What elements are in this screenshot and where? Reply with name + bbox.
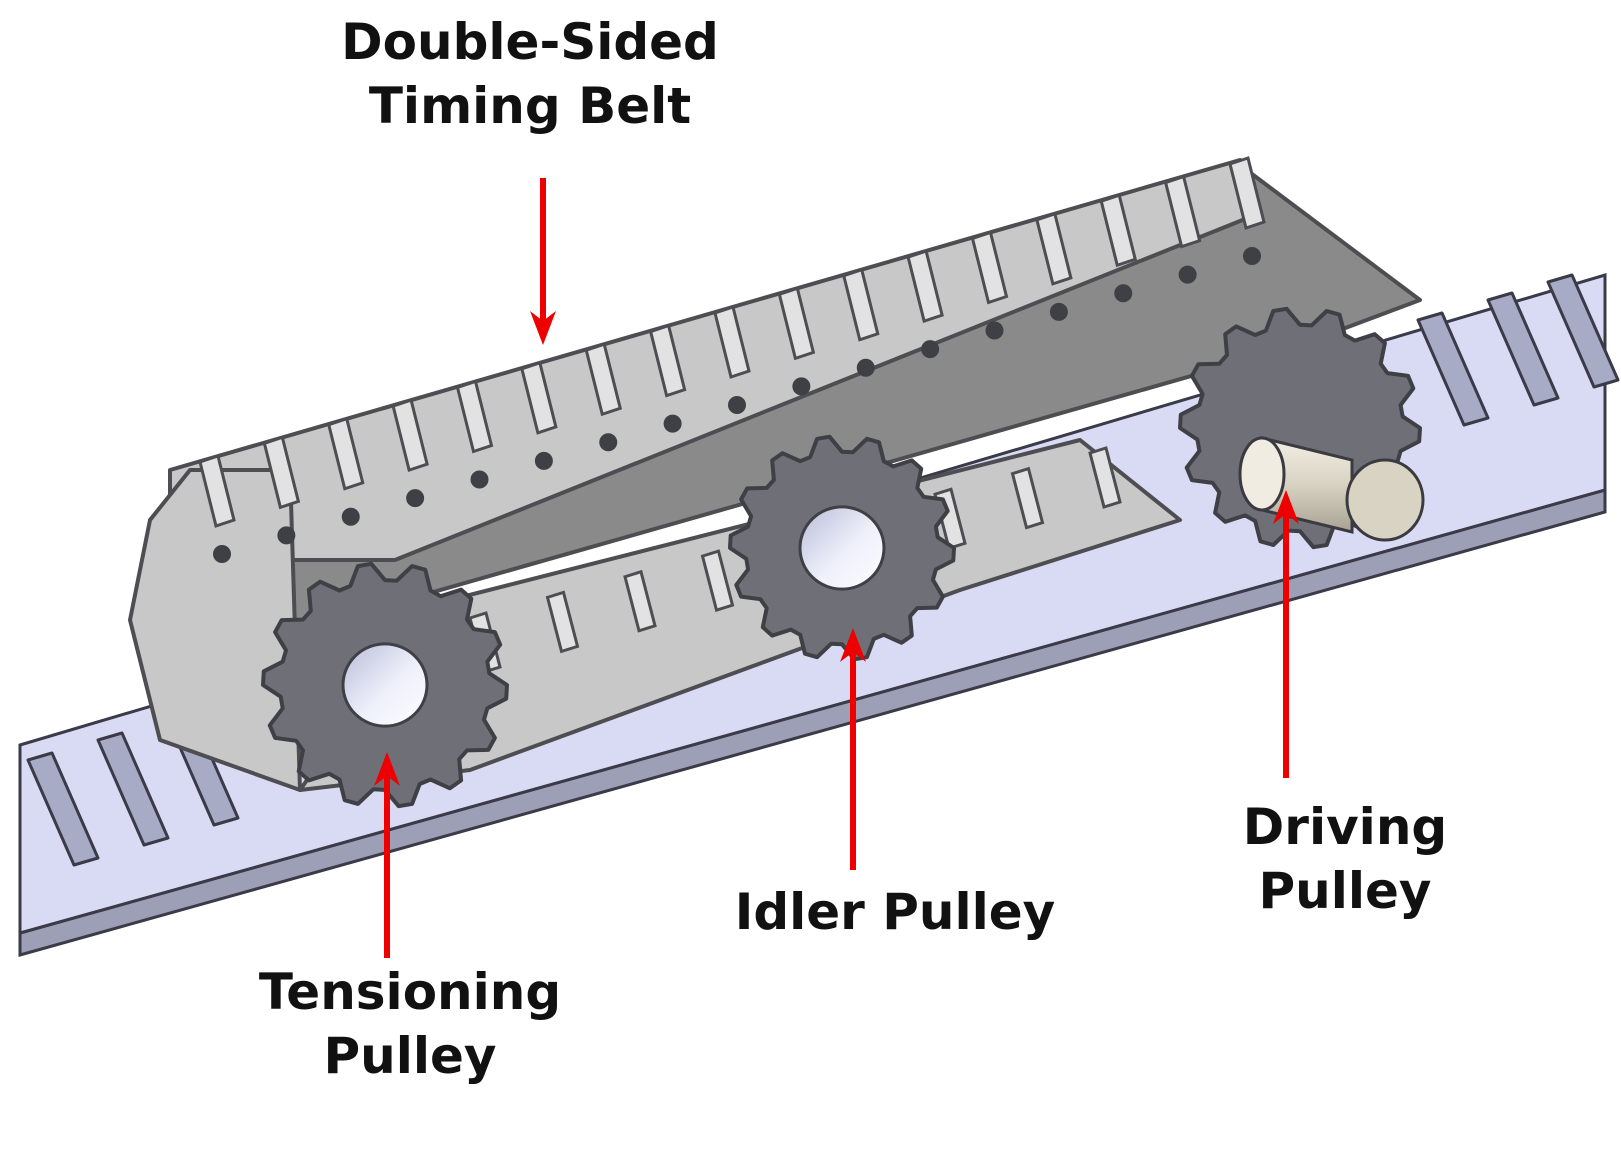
belt-tooth (1099, 193, 1138, 268)
belt-tooth-tip (341, 507, 360, 526)
belt-tooth (623, 569, 657, 633)
tensioning-label: Tensioning Pulley (250, 960, 570, 1088)
belt-tooth-tip (534, 451, 553, 470)
gear-bore (341, 642, 429, 728)
rail-slot (96, 731, 170, 847)
belt-tooth (906, 249, 944, 324)
belt-tooth-tip (663, 414, 682, 433)
belt-tooth (520, 360, 558, 435)
rail-slot (1546, 273, 1620, 389)
driving-label-line2: Pulley (1258, 862, 1432, 920)
driving-arrow (1273, 490, 1299, 778)
belt-label-line1: Double-Sided (341, 13, 719, 71)
belt-arrow (530, 178, 556, 345)
belt-tooth-tip (277, 526, 296, 545)
belt-label-line2: Timing Belt (368, 77, 692, 135)
shaft-end-face (1238, 436, 1286, 512)
belt-tooth-tip (1243, 247, 1261, 265)
belt-tooth (584, 342, 623, 417)
driving-label: Driving Pulley (1230, 795, 1460, 923)
tensioning-label-line1: Tensioning (258, 963, 562, 1021)
belt-tooth (1228, 156, 1266, 230)
belt-tooth (326, 416, 365, 491)
belt-tooth (1010, 466, 1045, 530)
belt-tooth-tip (406, 489, 425, 508)
belt-tooth (262, 435, 301, 510)
arrow-head (530, 311, 556, 345)
belt-tooth-tip (1049, 302, 1068, 321)
belt-tooth-tip (728, 396, 746, 414)
belt-tooth (648, 323, 687, 398)
gear-bore (798, 505, 886, 591)
idler-label: Idler Pulley (720, 880, 1070, 944)
belt-tooth-tip (1114, 284, 1133, 303)
belt-tooth-tip (856, 358, 875, 377)
driving-label-line1: Driving (1242, 798, 1448, 856)
belt-tooth (545, 590, 580, 654)
belt-tooth (455, 379, 494, 454)
rail-slot (1416, 311, 1490, 427)
shaft-far-end (1345, 458, 1425, 542)
belt-tooth-tip (792, 377, 811, 396)
belt-tooth (198, 454, 236, 528)
belt-tooth (700, 549, 735, 613)
belt-tooth (841, 267, 880, 342)
belt-tooth (1088, 446, 1122, 509)
callout-arrows (374, 178, 1299, 958)
belt-tooth-tip (599, 433, 618, 452)
belt-tooth-tip (470, 470, 489, 489)
idler-label-line1: Idler Pulley (734, 883, 1056, 941)
belt-label: Double-Sided Timing Belt (330, 10, 730, 138)
idler-pulley (728, 434, 956, 662)
tensioning-pulley (261, 561, 509, 809)
belt-tooth-tip (213, 545, 231, 563)
timing-belt (128, 156, 1422, 792)
belt-tooth-tip (1178, 265, 1197, 284)
arrow-head (1273, 490, 1299, 524)
belt-wrap-left (128, 468, 302, 792)
rail-slot (26, 751, 100, 867)
belt-tooth (391, 398, 429, 473)
belt-tooth (970, 230, 1009, 305)
arrow-head (374, 752, 400, 786)
tensioning-arrow (374, 752, 400, 958)
belt-tooth (777, 286, 816, 361)
belt-tooth-tip (921, 340, 940, 359)
tensioning-label-line2: Pulley (323, 1027, 497, 1085)
arrow-head (840, 628, 866, 662)
belt-tooth (713, 305, 751, 379)
belt-tooth-tip (985, 321, 1004, 340)
idler-arrow (840, 628, 866, 870)
rail-slot (1486, 291, 1560, 407)
belt-tooth (1163, 174, 1202, 249)
belt-tooth (1035, 211, 1073, 286)
